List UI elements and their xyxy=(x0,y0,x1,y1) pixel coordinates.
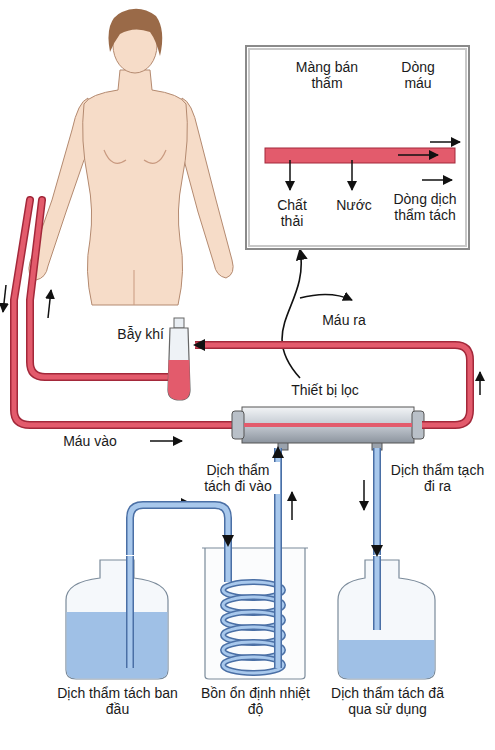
arrowhead-carrier xyxy=(377,448,378,555)
tube-connector xyxy=(130,505,228,555)
fresh-dialysate-bottle xyxy=(66,556,168,679)
node-label: Dòng máu xyxy=(387,59,449,91)
node-label: Chất thải xyxy=(264,197,320,229)
filter-node: Thiết bị lọc xyxy=(228,378,422,448)
connector-path xyxy=(375,448,380,555)
patient-figure xyxy=(29,9,233,305)
node-label: Bẫy khí xyxy=(100,326,164,342)
used-dialysate-bottle xyxy=(338,556,435,679)
inset-box: Màng bán thấm Dòng máuChất thải NướcDòng d… xyxy=(245,45,470,250)
arrowhead-carrier xyxy=(282,250,301,378)
water-bath xyxy=(202,544,308,679)
node-label: Dịch thẩm tách đã qua sử dụng xyxy=(330,685,445,717)
bath-node: Bồn ổn định nhiệt độ xyxy=(198,545,313,721)
node-label: Nước xyxy=(329,197,379,213)
connector-path xyxy=(373,448,381,555)
connector-path xyxy=(195,345,470,425)
connector-path xyxy=(130,505,228,555)
node-label: Thiết bị lọc xyxy=(268,382,382,398)
bottle-node: Dịch thẩm tách đã qua sử dụng xyxy=(330,555,445,747)
node-label: Bồn ổn định nhiệt độ xyxy=(198,685,313,717)
arrow-connector xyxy=(282,250,301,378)
tube-connector xyxy=(195,345,470,425)
dialyzer-filter xyxy=(232,407,424,450)
blood-tube xyxy=(14,200,240,425)
connector-label: Dịch thẩm tạch đi ra xyxy=(388,462,487,494)
node-label: Dịch thẩm tách ban đầu xyxy=(55,685,180,717)
arrowhead-carrier xyxy=(130,505,228,555)
connector-label: Dịch thẩm tách đi vào xyxy=(196,462,280,494)
bottle-node: Dịch thẩm tách ban đầu xyxy=(55,555,180,745)
connector-label: Máu ra xyxy=(312,312,376,328)
connector-path xyxy=(282,250,301,378)
air-trap-bottle xyxy=(168,318,190,400)
air-trap-node: Bẫy khí xyxy=(100,318,195,403)
connector-path xyxy=(130,505,228,555)
node-label: Màng bán thấm xyxy=(282,59,372,91)
node-label: Dòng dịch thẩm tách xyxy=(382,191,468,223)
arrowhead-carrier xyxy=(195,345,470,425)
connector-path xyxy=(195,345,470,425)
flow-label: Máu vào xyxy=(40,433,140,449)
tube-connector xyxy=(377,448,378,555)
